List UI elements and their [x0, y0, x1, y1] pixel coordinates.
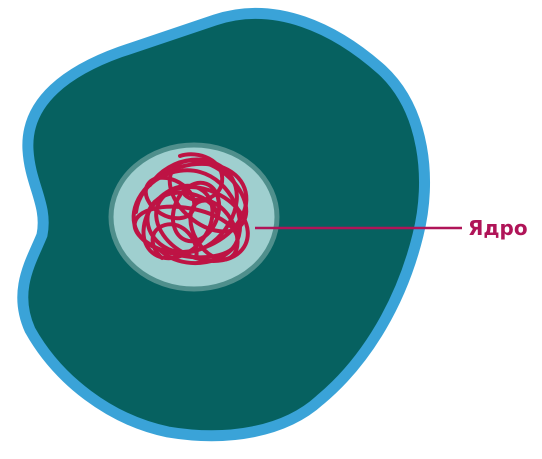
nucleus-label: Ядро [468, 216, 528, 240]
